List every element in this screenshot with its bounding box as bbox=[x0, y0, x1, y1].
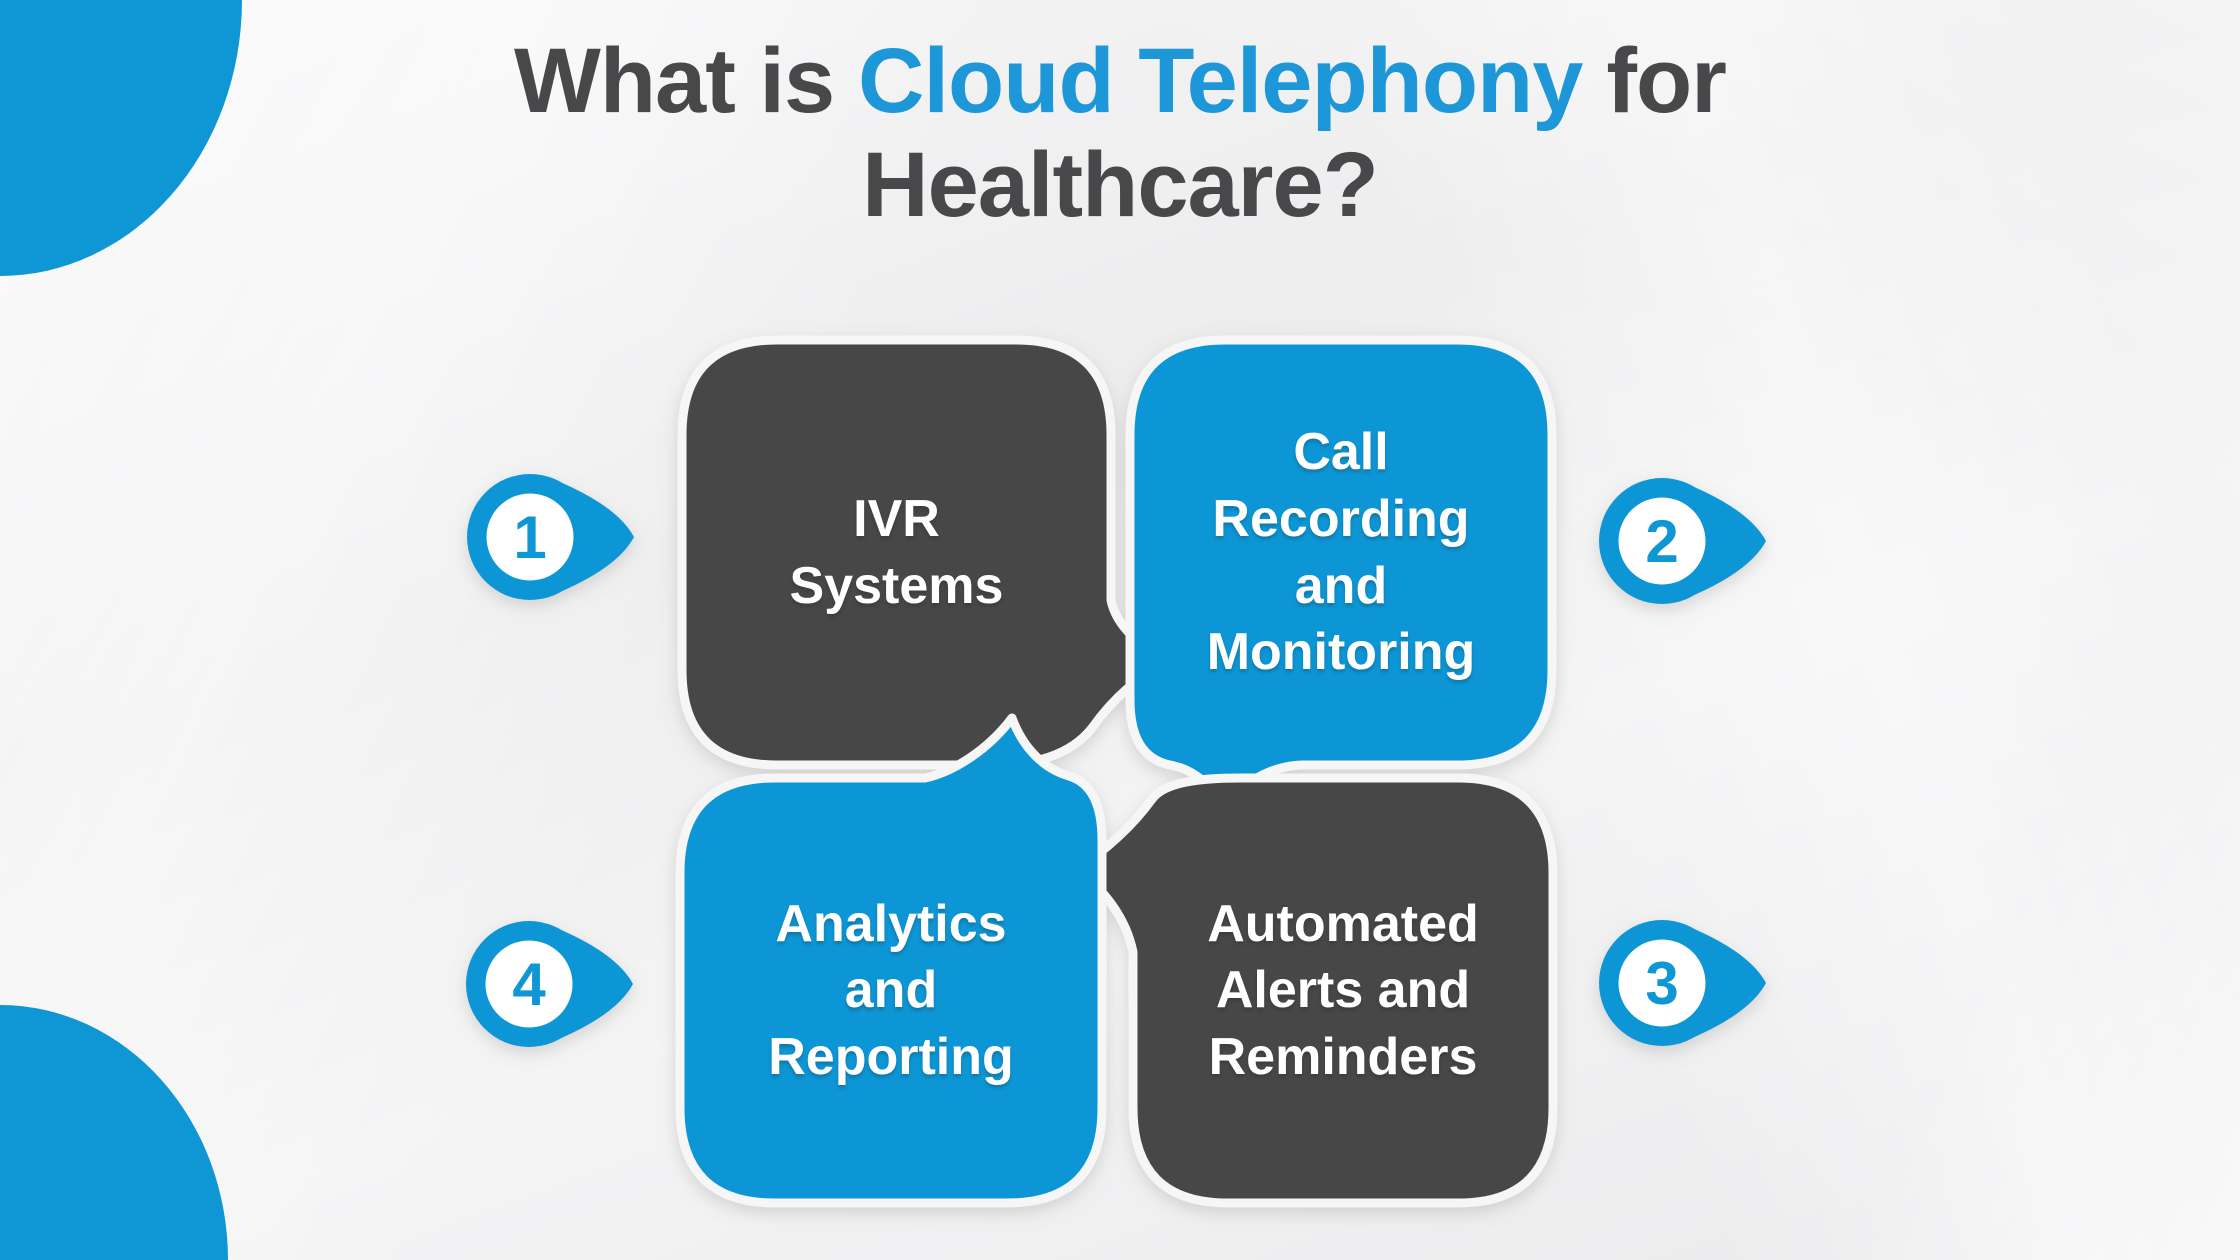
title-line-2: Healthcare? bbox=[862, 133, 1379, 236]
label-line: Systems bbox=[789, 556, 1004, 615]
label-line: IVR bbox=[853, 489, 940, 548]
pin-number-1: 1 bbox=[513, 503, 547, 571]
speech-bubble-analytics bbox=[675, 713, 1107, 1208]
number-pin-2-icon bbox=[1599, 478, 1766, 604]
label-line: and bbox=[844, 961, 938, 1020]
title-suffix: for bbox=[1606, 30, 1727, 132]
label-line: Call bbox=[1293, 423, 1389, 482]
label-line: Monitoring bbox=[1206, 623, 1476, 682]
pin-number-3: 3 bbox=[1645, 949, 1679, 1017]
label-line: Reminders bbox=[1208, 1027, 1478, 1086]
title-highlight: Cloud Telephony bbox=[858, 30, 1583, 132]
pin-number-2: 2 bbox=[1645, 507, 1679, 575]
label-line: Analytics bbox=[775, 894, 1007, 953]
title-prefix: What is bbox=[514, 30, 835, 132]
corner-accent-top-left bbox=[0, 0, 242, 276]
label-line: Automated bbox=[1207, 894, 1479, 953]
bubble-label-call-recording: Call Recording and Monitoring bbox=[1130, 340, 1552, 765]
label-line: Alerts and bbox=[1215, 961, 1471, 1020]
bubble-label-automated-alerts: Automated Alerts and Reminders bbox=[1133, 778, 1553, 1203]
speech-bubble-automated-alerts bbox=[1071, 773, 1558, 1208]
bubble-label-analytics: Analytics and Reporting bbox=[680, 778, 1102, 1203]
label-line: Recording bbox=[1212, 489, 1470, 548]
number-pin-1-icon bbox=[467, 474, 634, 600]
speech-bubble-ivr-systems bbox=[677, 335, 1173, 770]
label-line: Reporting bbox=[768, 1027, 1014, 1086]
number-pin-3-icon bbox=[1599, 920, 1766, 1046]
corner-accent-bottom-left bbox=[0, 1005, 228, 1260]
bubble-label-ivr-systems: IVR Systems bbox=[682, 340, 1111, 765]
number-pin-4-icon bbox=[466, 921, 633, 1047]
pin-number-4: 4 bbox=[512, 950, 546, 1018]
label-line: and bbox=[1294, 556, 1388, 615]
